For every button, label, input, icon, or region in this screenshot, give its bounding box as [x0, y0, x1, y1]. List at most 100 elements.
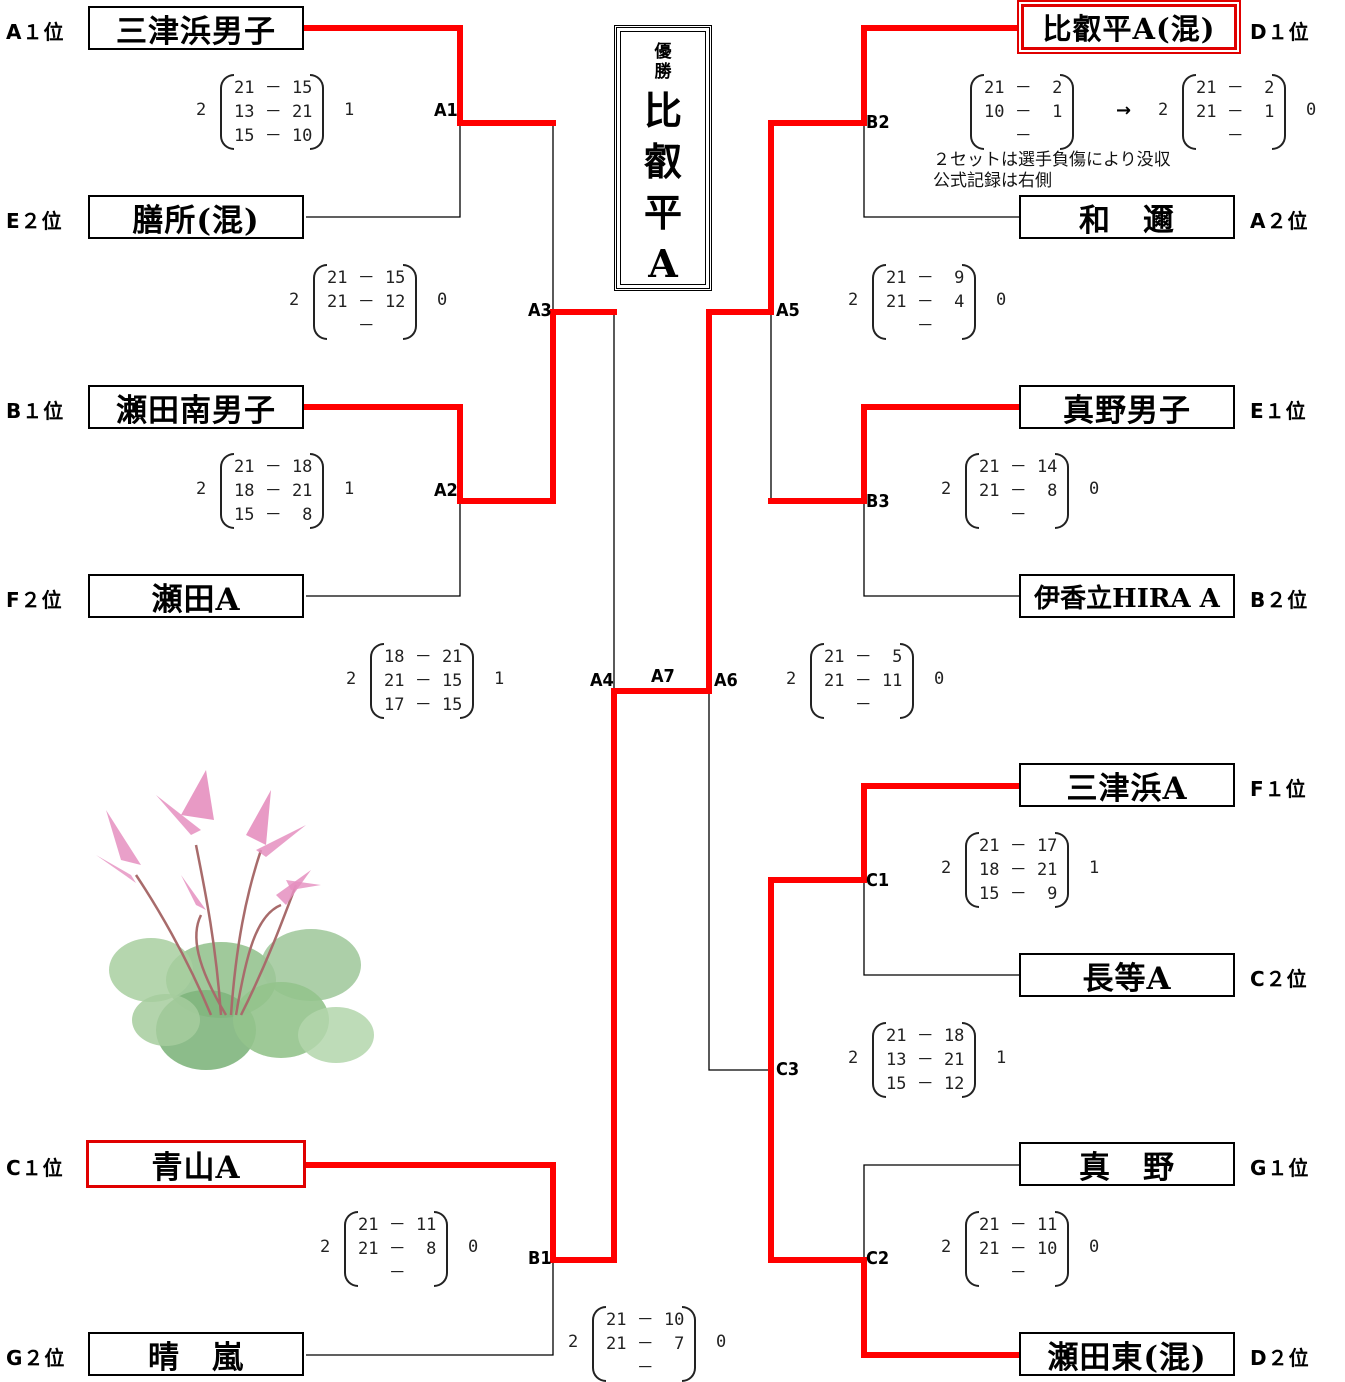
- score-set-1: 21 － 18: [886, 1024, 964, 1048]
- score-left-sets: 2: [941, 479, 951, 499]
- score-set-2: 21 － 8: [358, 1237, 436, 1261]
- champion-name-4: A: [648, 241, 677, 286]
- score-set-2: 21 － 7: [606, 1332, 684, 1356]
- champion-name-2: 叡: [644, 139, 682, 184]
- score-right-sets: 0: [1089, 479, 1099, 499]
- left-paren: [872, 264, 886, 340]
- score-set-3: 17 － 15: [384, 693, 462, 717]
- score-set-3: 15 － 12: [886, 1072, 964, 1096]
- score-left-sets: 2: [568, 1332, 578, 1352]
- score-right-sets: 1: [996, 1048, 1006, 1068]
- cyclamen-leaves: [109, 929, 374, 1070]
- rank-t8: A２位: [1250, 205, 1308, 234]
- score-set-3: －: [1196, 124, 1274, 148]
- score-rows: 21 － 1421 － 8 －: [979, 455, 1057, 527]
- score-set-1: 21 － 2: [1196, 76, 1274, 100]
- match-label-B3: B3: [866, 491, 890, 512]
- team-t13: 真 野: [1019, 1142, 1235, 1186]
- score-set-2: 21 － 15: [384, 669, 462, 693]
- match-label-A3: A3: [528, 300, 552, 321]
- team-t4: 瀬田A: [88, 574, 304, 618]
- right-paren: [310, 74, 324, 150]
- team-t5: 青山A: [86, 1140, 306, 1188]
- score-set-1: 21 － 2: [984, 76, 1062, 100]
- score-set-1: 21 － 11: [358, 1213, 436, 1237]
- rank-t13: G１位: [1250, 1152, 1309, 1181]
- score-set-1: 21 － 15: [327, 266, 405, 290]
- cyclamen-illustration: [96, 765, 386, 1085]
- line-t4: [306, 501, 460, 596]
- score-set-1: 21 － 10: [606, 1308, 684, 1332]
- left-paren: [965, 453, 979, 529]
- rank-t6: G２位: [6, 1342, 65, 1371]
- team-t10: 伊香立HIRA A: [1019, 574, 1235, 618]
- left-paren: [970, 74, 984, 150]
- score-set-3: －: [979, 1261, 1057, 1285]
- score-set-1: 21 － 11: [979, 1213, 1057, 1237]
- rank-t3: B１位: [6, 395, 64, 424]
- score-left-sets: 2: [1158, 100, 1168, 120]
- line-A3-loser: [553, 312, 614, 691]
- win-t3: [306, 312, 614, 501]
- match-label-A2: A2: [434, 480, 458, 501]
- right-paren: [900, 643, 914, 719]
- score-right-sets: 0: [934, 669, 944, 689]
- score-left-sets: 2: [848, 1048, 858, 1068]
- match-label-C2: C2: [866, 1248, 889, 1269]
- left-paren: [313, 264, 327, 340]
- score-right-sets: 0: [1089, 1237, 1099, 1257]
- team-t11: 三津浜A: [1019, 763, 1235, 807]
- score-set-2: 21 － 8: [979, 479, 1057, 503]
- match-label-A1: A1: [434, 100, 458, 121]
- right-paren: [1060, 74, 1074, 150]
- champion-title-1: 優: [655, 42, 672, 62]
- score-set-2: 10 － 1: [984, 100, 1062, 124]
- match-label-A4: A4: [590, 670, 614, 691]
- left-paren: [965, 832, 979, 908]
- score-set-1: 21 － 18: [234, 455, 312, 479]
- match-label-A5: A5: [776, 300, 800, 321]
- note-line-1: ２セットは選手負傷により没収: [933, 150, 1171, 171]
- score-left-sets: 2: [786, 669, 796, 689]
- score-set-1: 21 － 17: [979, 834, 1057, 858]
- champion-name-1: 比: [644, 88, 682, 133]
- rank-t7: D１位: [1250, 16, 1310, 45]
- left-paren: [220, 74, 234, 150]
- score-set-2: 21 － 4: [886, 290, 964, 314]
- team-t9: 真野男子: [1019, 385, 1235, 429]
- score-set-1: 21 － 15: [234, 76, 312, 100]
- line-A1-out: [460, 123, 553, 312]
- score-right-sets: 0: [716, 1332, 726, 1352]
- score-set-2: 21 － 10: [979, 1237, 1057, 1261]
- left-paren: [220, 453, 234, 529]
- score-right-sets: 1: [494, 669, 504, 689]
- score-set-3: 15 － 9: [979, 882, 1057, 906]
- score-set-3: －: [886, 314, 964, 338]
- line-t2: [306, 123, 460, 217]
- left-paren: [1182, 74, 1196, 150]
- rank-t12: C２位: [1250, 963, 1308, 992]
- score-left-sets: 2: [848, 290, 858, 310]
- score-set-2: 21 － 11: [824, 669, 902, 693]
- score-set-2: 13 － 21: [234, 100, 312, 124]
- score-set-2: 13 － 21: [886, 1048, 964, 1072]
- score-set-2: 18 － 21: [979, 858, 1057, 882]
- score-set-3: －: [824, 693, 902, 717]
- score-set-3: －: [606, 1356, 684, 1380]
- rank-t9: E１位: [1250, 395, 1307, 424]
- champion-title-2: 勝: [655, 62, 672, 82]
- score-set-2: 18 － 21: [234, 479, 312, 503]
- score-set-1: 21 － 14: [979, 455, 1057, 479]
- team-t14: 瀬田東(混): [1019, 1332, 1235, 1376]
- score-set-3: －: [358, 1261, 436, 1285]
- score-rows: 18 － 2121 － 1517 － 15: [384, 645, 462, 717]
- team-t6: 晴 嵐: [88, 1332, 304, 1376]
- right-paren: [1055, 832, 1069, 908]
- match-label-C3: C3: [776, 1059, 799, 1080]
- score-set-3: 15 － 10: [234, 124, 312, 148]
